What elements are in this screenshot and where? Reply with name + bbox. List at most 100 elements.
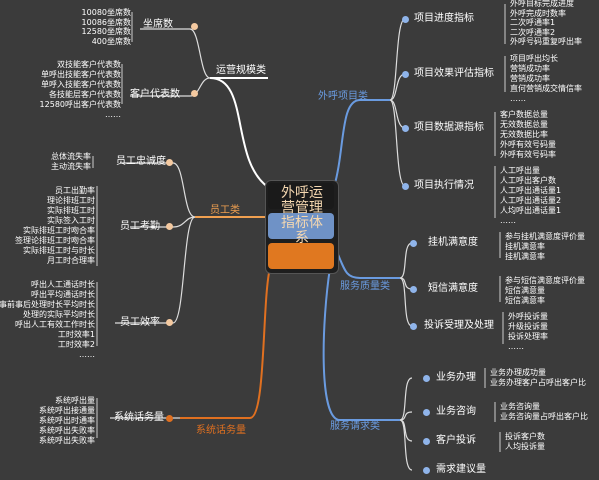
node-dot bbox=[410, 240, 417, 247]
node-sms-sat: 短信满意度 bbox=[428, 283, 478, 294]
leaf: 总体流失率 bbox=[51, 152, 91, 161]
leaf: 签理论排班工时吻合率 bbox=[15, 236, 95, 245]
node-dot bbox=[402, 125, 409, 132]
leaf: 理论排班工时 bbox=[47, 196, 95, 205]
leaf: 人工呼出客户数 bbox=[500, 176, 556, 185]
leaf: 营销成功率 bbox=[510, 64, 550, 73]
node-biz-consult: 业务咨询 bbox=[436, 406, 476, 417]
leaf: 呼出人工通话时长 bbox=[31, 280, 95, 289]
leaf: 工时效率1 bbox=[57, 330, 95, 339]
leaf: 无效数据比率 bbox=[500, 130, 548, 139]
node-dot bbox=[410, 286, 417, 293]
leaf: 业务办理客户占呼出客户比 bbox=[490, 378, 586, 387]
node-biz-handle: 业务办理 bbox=[436, 372, 476, 383]
node-dot bbox=[191, 23, 198, 30]
node-customer-rep: 客户代表数 bbox=[130, 89, 180, 100]
leaf: 外呼有效号码量 bbox=[500, 140, 556, 149]
leaf: 月工时合理率 bbox=[47, 256, 95, 265]
node-hang-sat: 挂机满意度 bbox=[428, 237, 478, 248]
leaf: 双技能客户代表数 bbox=[57, 60, 121, 69]
leaf: 短信满意量 bbox=[505, 286, 545, 295]
node-effect: 项目效果评估指标 bbox=[414, 68, 494, 79]
node-dot bbox=[191, 90, 198, 97]
leaf: 10086坐席数 bbox=[81, 17, 131, 27]
node-dot bbox=[166, 415, 173, 422]
node-efficiency: 员工效率 bbox=[120, 317, 160, 328]
leaf: 事前事后处理时长平均时长 bbox=[0, 300, 95, 309]
leaf: 客户数据总量 bbox=[500, 110, 548, 119]
leaf: 人工呼出通话量2 bbox=[500, 196, 562, 205]
node-dot bbox=[402, 16, 409, 23]
node-dot bbox=[423, 375, 430, 382]
leaf: 二次呼通率1 bbox=[510, 18, 556, 27]
leaf: 实际排班工时与时长 bbox=[23, 246, 95, 255]
branch-label-outbound-project: 外呼项目类 bbox=[318, 91, 368, 102]
leaf: 短信满意率 bbox=[505, 296, 545, 305]
leaf: 二次呼通率2 bbox=[510, 27, 556, 37]
leaf: 人工呼出通话量1 bbox=[500, 186, 562, 195]
node-database: 项目数据源指标 bbox=[414, 122, 484, 133]
node-progress: 项目进度指标 bbox=[414, 13, 474, 24]
branch-label-traffic: 系统话务量 bbox=[196, 425, 246, 436]
node-dot bbox=[402, 71, 409, 78]
node-dot bbox=[166, 223, 173, 230]
leaf: 业务咨询量 bbox=[500, 402, 540, 411]
node-complaint: 投诉受理及处理 bbox=[424, 320, 494, 331]
leaf: 实际排班工时吻合率 bbox=[23, 226, 95, 235]
leaf: 12580呼出客户代表数 bbox=[39, 100, 121, 109]
node-dot bbox=[166, 159, 173, 166]
node-traffic: 系统话务量 bbox=[114, 412, 164, 423]
leaf: 参与挂机满意度评价量 bbox=[505, 232, 585, 241]
leaf: 外呼目标完成进度 bbox=[510, 0, 574, 8]
node-execution: 项目执行情况 bbox=[414, 180, 474, 191]
leaf: 12580坐席数 bbox=[81, 27, 131, 36]
leaf: 主动流失率 bbox=[51, 162, 91, 171]
branch-label-service-quality: 服务质量类 bbox=[340, 281, 390, 292]
center-title: 外呼运营管理指标体系 bbox=[281, 185, 323, 246]
leaf: 投诉处理率 bbox=[508, 332, 548, 341]
leaf: 投诉客户数 bbox=[505, 432, 545, 441]
leaf: 400坐席数 bbox=[91, 36, 131, 46]
leaf: 工时效率2 bbox=[57, 340, 95, 349]
node-dot bbox=[166, 319, 173, 326]
leaf: 系统呼出量 bbox=[55, 396, 95, 405]
center-block-blue bbox=[268, 213, 334, 239]
leaf: 直何营销成交情信率 bbox=[510, 84, 582, 93]
leaf: 挂机满意率 bbox=[505, 252, 545, 261]
leaf: 无效数据总量 bbox=[500, 120, 548, 129]
leaf: 参与短信满意度评价量 bbox=[505, 276, 585, 285]
leaf: 业务办理成功量 bbox=[490, 368, 546, 377]
node-seats: 坐席数 bbox=[143, 19, 173, 30]
node-attendance: 员工考勤 bbox=[120, 221, 160, 232]
node-dot bbox=[423, 409, 430, 416]
leaf: 业务咨询量占呼出客户比 bbox=[500, 412, 588, 421]
leaf: 各技能层客户代表数 bbox=[49, 90, 121, 99]
center-block-black bbox=[268, 183, 334, 209]
node-dot bbox=[423, 467, 430, 474]
node-demand: 需求建议量 bbox=[436, 464, 486, 475]
leaf: 呼出人工有效工作时长 bbox=[15, 320, 95, 329]
leaf: 挂机满意率 bbox=[505, 242, 545, 251]
leaf: 人均投诉量 bbox=[505, 442, 545, 451]
leaf: 实际签入工时 bbox=[47, 216, 95, 225]
leaf: 实际排班工时 bbox=[47, 206, 95, 215]
leaf: 外呼有效号码率 bbox=[500, 150, 556, 159]
leaf: …… bbox=[508, 342, 524, 351]
branch-label-service-request: 服务请求类 bbox=[330, 421, 380, 432]
node-cust-complaint: 客户投诉 bbox=[436, 435, 476, 446]
leaf: 系统呼出失败率 bbox=[39, 436, 95, 445]
branch-label-staff: 员工类 bbox=[210, 205, 240, 216]
node-dot bbox=[402, 183, 409, 190]
leaf: 单呼出技能客户代表数 bbox=[41, 70, 121, 79]
leaf: 升级投诉量 bbox=[508, 322, 548, 331]
leaf: 单呼入技能客户代表数 bbox=[41, 80, 121, 89]
node-dot bbox=[423, 438, 430, 445]
leaf: 系统呼出时通率 bbox=[39, 416, 95, 425]
leaf: 人均呼出通话量1 bbox=[500, 206, 562, 215]
leaf: 营销成功率 bbox=[510, 74, 550, 83]
leaf: 10080坐席数 bbox=[81, 8, 131, 17]
leaf: 员工出勤率 bbox=[55, 186, 95, 195]
leaf: …… bbox=[79, 350, 95, 359]
